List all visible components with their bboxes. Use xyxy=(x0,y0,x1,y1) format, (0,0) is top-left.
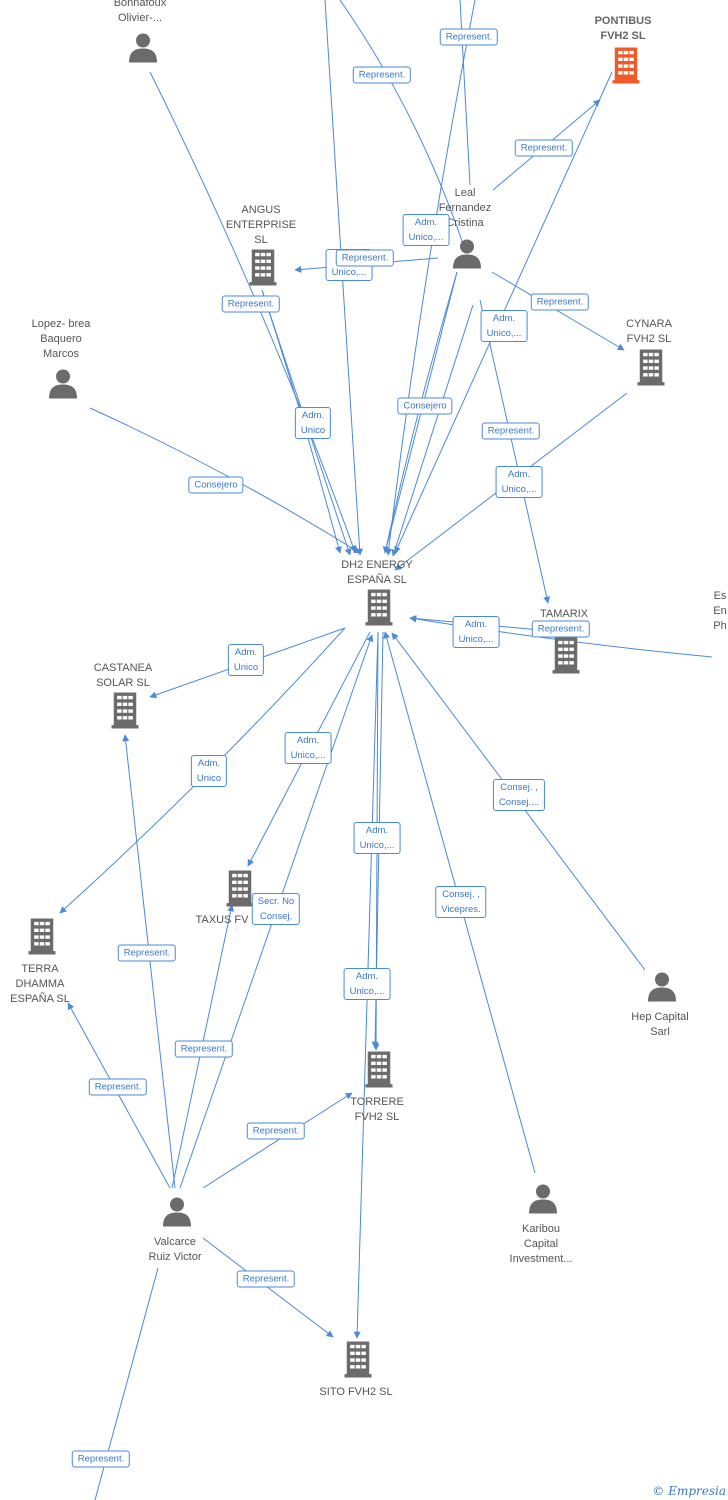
building-icon[interactable] xyxy=(612,48,640,89)
edge-line xyxy=(459,0,471,186)
footer-brand[interactable]: © Empresia xyxy=(652,1484,726,1498)
edge-line xyxy=(391,304,474,557)
edge-label[interactable]: Represent. xyxy=(221,295,281,313)
edge-label[interactable]: Represent. xyxy=(335,249,395,267)
edge-line xyxy=(67,1002,171,1189)
edge-line xyxy=(94,1267,159,1500)
edge-label[interactable]: Adm. Unico,... xyxy=(343,968,391,1000)
edge-label[interactable]: Represent. xyxy=(71,1450,131,1468)
edge-label[interactable]: Adm. Unico xyxy=(227,644,265,676)
edge-line xyxy=(202,1092,353,1189)
node-label-pontibus[interactable]: PONTIBUS FVH2 SL xyxy=(594,15,652,42)
node-label-castanea[interactable]: CASTANEA SOLAR SL xyxy=(93,662,153,689)
node-label-bonnafoux[interactable]: Bonnafoux Olivier-... xyxy=(113,0,167,24)
edge-label[interactable]: Adm. Unico,... xyxy=(353,822,401,854)
edge-line xyxy=(491,271,625,351)
edge-line xyxy=(89,407,361,554)
edges xyxy=(59,0,713,1500)
edge-label[interactable]: Represent. xyxy=(174,1040,234,1058)
node-label-tamarix[interactable]: TAMARIX xyxy=(539,608,589,620)
brand-name: Empresia xyxy=(668,1484,726,1498)
edge-label[interactable]: Represent. xyxy=(88,1078,148,1096)
edge-label[interactable]: Consejero xyxy=(188,476,244,494)
edge-label[interactable]: Consej. , Vicepres. xyxy=(435,886,487,918)
edge-label[interactable]: Adm. Unico xyxy=(294,407,332,439)
edge-line xyxy=(385,0,476,556)
node-label-dh2[interactable]: DH2 ENERGY ESPAÑA SL xyxy=(341,559,413,586)
edge-label[interactable]: Adm. Unico,... xyxy=(480,310,528,342)
edge-line xyxy=(479,299,551,604)
node-label-taxus[interactable]: TAXUS FV xyxy=(195,914,249,926)
building-icon[interactable] xyxy=(365,590,393,631)
building-icon[interactable] xyxy=(249,250,277,291)
building-icon[interactable] xyxy=(226,871,254,912)
person-icon[interactable] xyxy=(647,972,677,1007)
building-icon[interactable] xyxy=(552,638,580,679)
node-label-terra[interactable]: TERRA DHAMMA ESPAÑA SL xyxy=(10,963,70,1005)
building-icon[interactable] xyxy=(28,919,56,960)
edge-label[interactable]: Consejero xyxy=(397,397,453,415)
edge-line xyxy=(339,0,466,251)
edge-label[interactable]: Adm. Unico,... xyxy=(452,616,500,648)
node-label-es_partial[interactable]: Es En Ph xyxy=(713,590,727,632)
edge-label[interactable]: Represent. xyxy=(352,66,412,84)
edge-label[interactable]: Consej. , Consej.... xyxy=(492,779,546,811)
edge-label[interactable]: Represent. xyxy=(236,1270,296,1288)
edge-label[interactable]: Adm. Unico,... xyxy=(284,732,332,764)
node-label-torrere[interactable]: TORRERE FVH2 SL xyxy=(350,1096,404,1123)
edge-label[interactable]: Represent. xyxy=(514,139,574,157)
copyright-symbol: © xyxy=(652,1484,665,1498)
person-icon[interactable] xyxy=(128,33,158,68)
node-label-angus[interactable]: ANGUS ENTERPRISE SL xyxy=(225,204,297,246)
person-icon[interactable] xyxy=(528,1184,558,1219)
building-icon[interactable] xyxy=(637,350,665,391)
edge-label[interactable]: Adm. Unico,... xyxy=(495,466,543,498)
edge-label[interactable]: Secr. No Consej. xyxy=(251,893,301,925)
node-label-valcarce[interactable]: Valcarce Ruiz Victor xyxy=(148,1236,202,1263)
building-icon[interactable] xyxy=(365,1052,393,1093)
edge-line xyxy=(202,1237,334,1338)
edge-label[interactable]: Adm. Unico,... xyxy=(402,214,450,246)
edge-label[interactable]: Represent. xyxy=(481,422,541,440)
building-icon[interactable] xyxy=(344,1342,372,1383)
node-label-leal[interactable]: Leal Fernandez Cristina xyxy=(438,187,492,229)
node-label-hep[interactable]: Hep Capital Sarl xyxy=(631,1011,689,1038)
building-icon[interactable] xyxy=(111,693,139,734)
edge-label[interactable]: Represent. xyxy=(439,28,499,46)
person-icon[interactable] xyxy=(48,369,78,404)
edge-label[interactable]: Represent. xyxy=(246,1122,306,1140)
edge-label[interactable]: Represent. xyxy=(531,620,591,638)
node-label-lopez[interactable]: Lopez- brea Baquero Marcos xyxy=(31,318,91,360)
edge-label[interactable]: Adm. Unico xyxy=(190,755,228,787)
node-label-cynara[interactable]: CYNARA FVH2 SL xyxy=(626,318,672,345)
edge-line xyxy=(122,734,176,1189)
person-icon[interactable] xyxy=(452,239,482,274)
node-label-karibou[interactable]: Karibou Capital Investment... xyxy=(509,1223,573,1265)
node-label-sito[interactable]: SITO FVH2 SL xyxy=(319,1386,393,1398)
edge-label[interactable]: Represent. xyxy=(530,293,590,311)
person-icon[interactable] xyxy=(162,1197,192,1232)
edge-label[interactable]: Represent. xyxy=(117,944,177,962)
